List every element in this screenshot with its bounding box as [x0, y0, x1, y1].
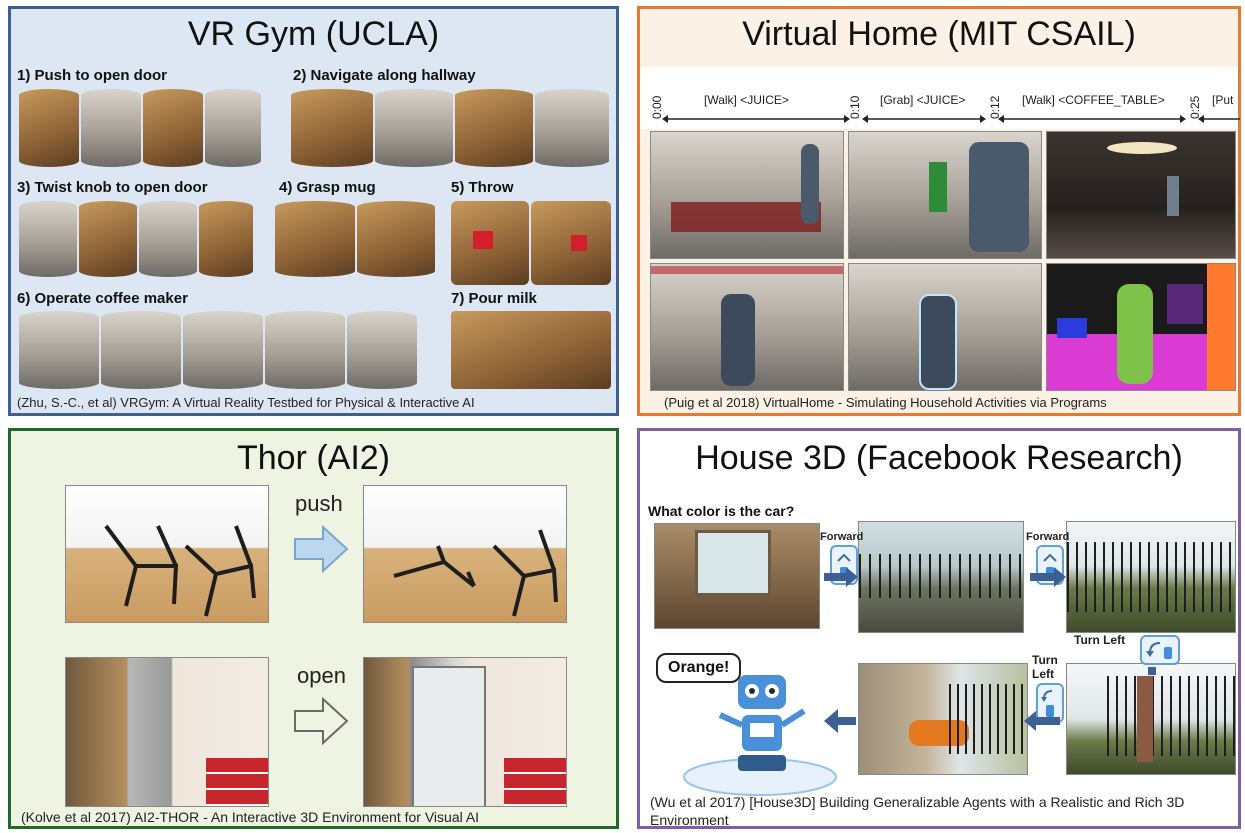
right-arrow-icon: [294, 525, 349, 573]
house-scene-image: [1066, 663, 1236, 775]
chairs-illustration: [104, 524, 256, 617]
vr-thumbnail: [455, 89, 533, 167]
timeline-action: [Grab] <JUICE>: [880, 93, 966, 107]
nav-label: Turn Left: [1032, 653, 1058, 681]
thor-image-after: [363, 657, 567, 807]
virtualhome-title: Virtual Home (MIT CSAIL): [742, 15, 1136, 53]
task-label: 4) Grasp mug: [279, 179, 376, 196]
vr-thumbnail: [81, 89, 141, 167]
vr-thumbnail: [205, 89, 261, 167]
robot-agent-illustration: [683, 675, 837, 796]
vr-thumbnail: [347, 311, 417, 389]
action-word: open: [297, 663, 346, 688]
vrgym-caption: (Zhu, S.-C., et al) VRGym: A Virtual Rea…: [17, 395, 475, 410]
task-label: 2) Navigate along hallway: [293, 67, 476, 84]
scene-image: [650, 131, 844, 259]
scene-image: [650, 263, 844, 391]
nav-label: Turn Left: [1074, 633, 1126, 647]
segmentation-image: [1046, 263, 1236, 391]
vr-thumbnail: [183, 311, 263, 389]
house3d-caption: (Wu et al 2017) [House3D] Building Gener…: [650, 794, 1185, 828]
vr-thumbnail: [79, 201, 137, 277]
task-label: 3) Twist knob to open door: [17, 179, 208, 196]
thor-title: Thor (AI2): [236, 439, 391, 477]
scene-image: [848, 263, 1042, 391]
timeline-arrows: [662, 115, 1240, 123]
thor-panel: Thor (AI2) push open (Kolve et al 2017): [8, 428, 619, 829]
flow-arrows: [824, 567, 1156, 733]
timeline-action: [Walk] <COFFEE_TABLE>: [1022, 93, 1165, 107]
vrgym-panel: VR Gym (UCLA) 1) Push to open door 2) Na…: [8, 6, 619, 416]
vr-thumbnail: [101, 311, 181, 389]
vr-thumbnail: [265, 311, 345, 389]
turn-left-icon: [1041, 690, 1054, 717]
answer-bubble: Orange!: [656, 653, 742, 683]
thor-image-before: [65, 485, 269, 623]
house3d-title: House 3D (Facebook Research): [695, 439, 1183, 477]
vr-thumbnail: [357, 201, 435, 277]
virtualhome-panel: Virtual Home (MIT CSAIL) 0:00 0:10 0:12 …: [637, 6, 1241, 416]
task-label: 6) Operate coffee maker: [17, 290, 188, 307]
house-scene-image: [1066, 521, 1236, 633]
timeline-action: [Put: [1212, 93, 1234, 107]
scene-image: [1046, 131, 1236, 259]
vr-thumbnail: [451, 311, 611, 389]
task-label: 7) Pour milk: [451, 290, 537, 307]
right-arrow-icon: [294, 697, 349, 745]
question-text: What color is the car?: [648, 503, 795, 519]
vr-thumbnail: [139, 201, 197, 277]
action-word: push: [295, 491, 343, 516]
house-scene-image: [654, 523, 820, 629]
scene-image: [848, 131, 1042, 259]
turn-left-button: [1140, 635, 1180, 665]
turn-left-button: [1036, 683, 1064, 723]
house3d-panel: House 3D (Facebook Research) What color …: [637, 428, 1241, 829]
vr-thumbnail: [535, 89, 609, 167]
vr-thumbnail: [275, 201, 355, 277]
vr-thumbnail: [19, 201, 77, 277]
thor-image-before: [65, 657, 269, 807]
vr-thumbnail: [451, 201, 529, 285]
vr-thumbnail: [291, 89, 373, 167]
nav-label: Forward: [820, 531, 864, 543]
chairs-illustration: [393, 529, 558, 617]
vr-thumbnail: [19, 89, 79, 167]
vr-thumbnail: [375, 89, 453, 167]
vrgym-title: VR Gym (UCLA): [187, 15, 440, 53]
red-cube: [571, 235, 587, 251]
vr-thumbnail: [19, 311, 99, 389]
turn-left-icon: [1146, 642, 1172, 659]
task-label: 5) Throw: [451, 179, 514, 196]
thor-image-after: [363, 485, 567, 623]
house-scene-image: [858, 663, 1028, 775]
thor-caption: (Kolve et al 2017) AI2-THOR - An Interac…: [21, 809, 480, 825]
red-cube: [473, 231, 493, 249]
house-scene-image: [858, 521, 1024, 633]
task-label: 1) Push to open door: [17, 67, 167, 84]
vr-thumbnail: [143, 89, 203, 167]
vr-thumbnail: [531, 201, 611, 285]
vr-thumbnail: [199, 201, 253, 277]
timeline-action: [Walk] <JUICE>: [704, 93, 789, 107]
virtualhome-caption: (Puig et al 2018) VirtualHome - Simulati…: [664, 395, 1107, 410]
nav-label: Forward: [1026, 531, 1070, 543]
